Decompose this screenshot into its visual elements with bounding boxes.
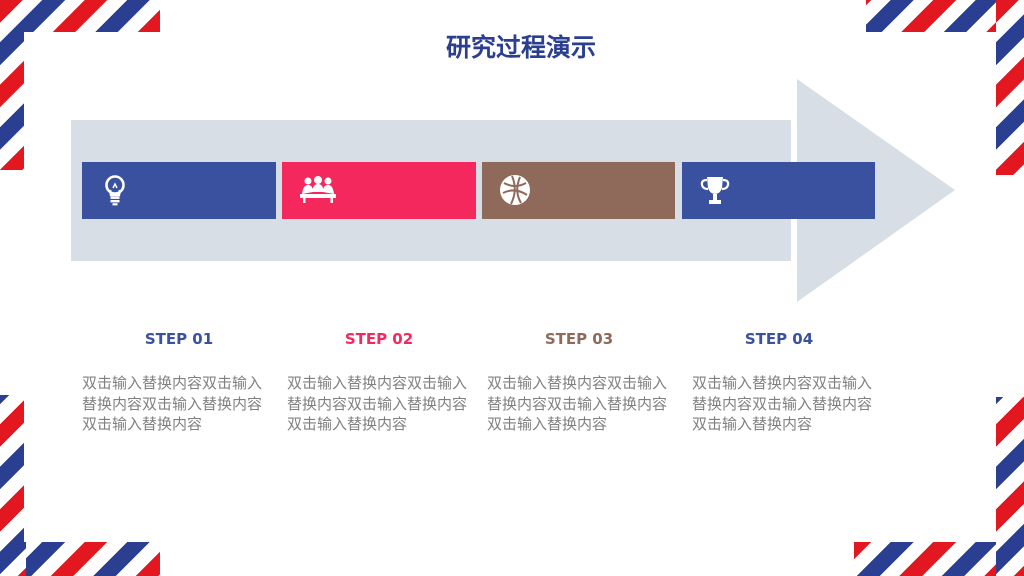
step-description-1[interactable]: 双击输入替换内容双击输入替换内容双击输入替换内容双击输入替换内容 bbox=[82, 374, 263, 433]
step-label-3: STEP 03 bbox=[544, 330, 614, 348]
page-title: 研究过程演示 bbox=[445, 33, 596, 62]
trophy-icon bbox=[700, 177, 730, 204]
step-label-2: STEP 02 bbox=[344, 330, 414, 348]
step-description-2[interactable]: 双击输入替换内容双击输入替换内容双击输入替换内容双击输入替换内容 bbox=[287, 374, 468, 433]
step-box-4[interactable] bbox=[682, 162, 875, 219]
content-panel-left bbox=[0, 170, 30, 395]
step-box-1[interactable] bbox=[82, 162, 276, 219]
content-panel-right bbox=[990, 175, 1024, 397]
lightbulb-icon bbox=[105, 175, 125, 206]
step-box-3[interactable] bbox=[482, 162, 675, 219]
meeting-icon bbox=[300, 176, 336, 203]
step-box-2[interactable] bbox=[282, 162, 476, 219]
basketball-icon bbox=[500, 175, 530, 205]
step-label-1: STEP 01 bbox=[144, 330, 214, 348]
step-label-4: STEP 04 bbox=[744, 330, 814, 348]
step-description-4[interactable]: 双击输入替换内容双击输入替换内容双击输入替换内容双击输入替换内容 bbox=[692, 374, 873, 433]
content-panel-top bbox=[160, 0, 866, 40]
step-description-3[interactable]: 双击输入替换内容双击输入替换内容双击输入替换内容双击输入替换内容 bbox=[487, 374, 668, 433]
content-panel-bottom bbox=[160, 530, 854, 576]
arrow-head bbox=[797, 79, 955, 302]
